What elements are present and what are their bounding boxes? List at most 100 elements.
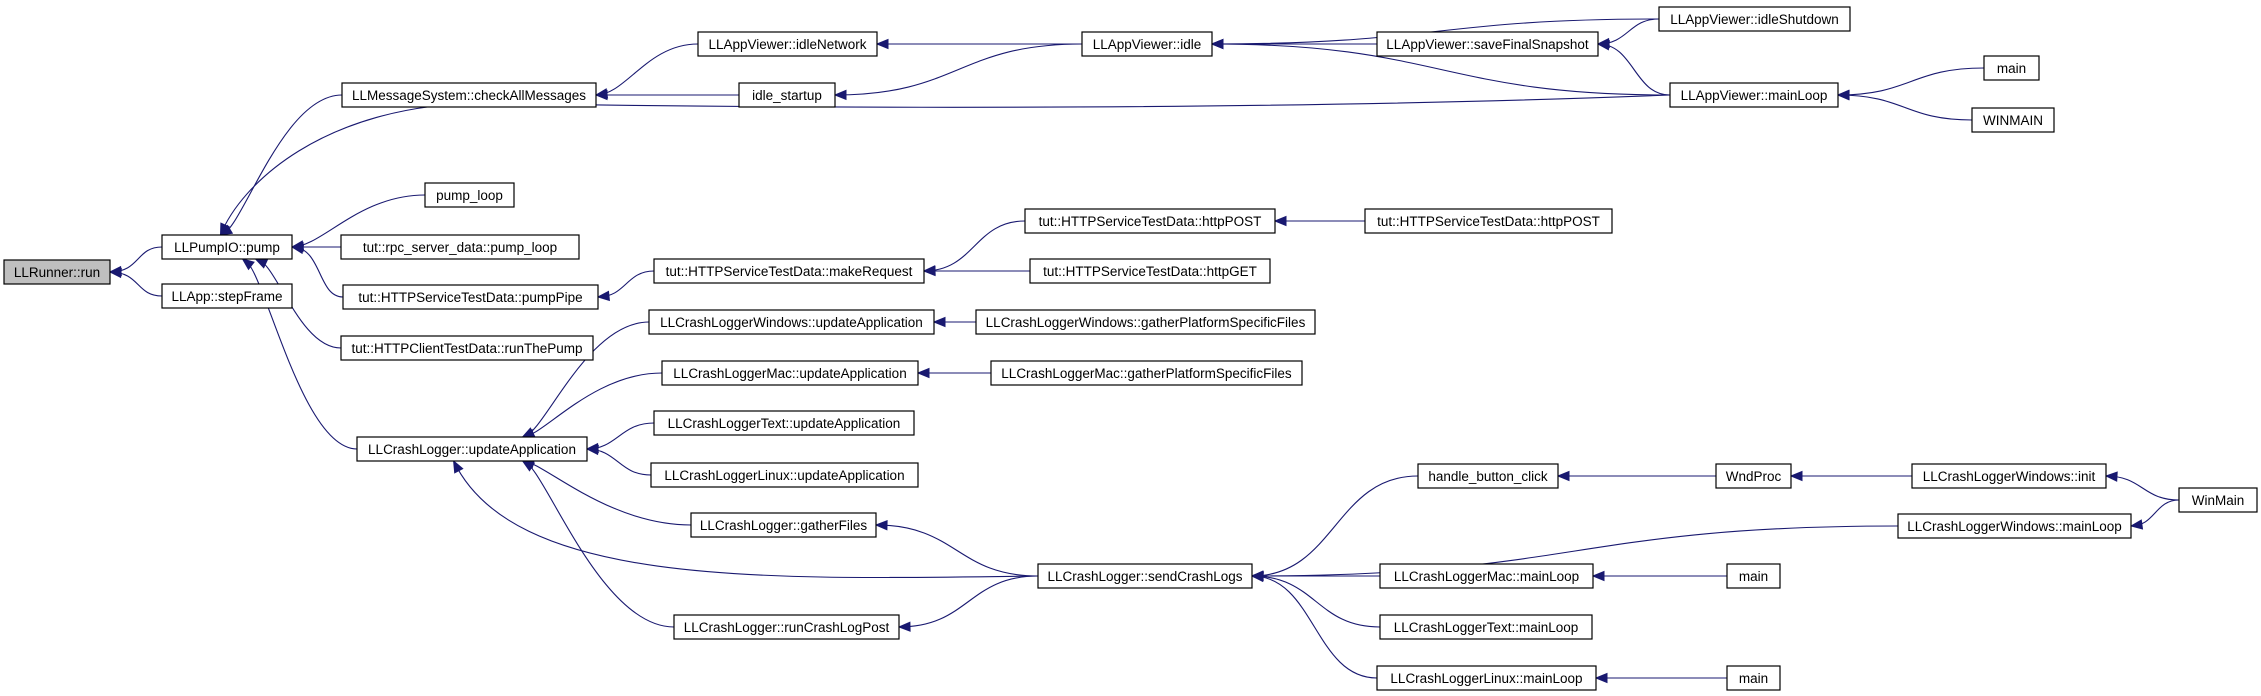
node-box [341,82,597,108]
node-pumpio-pump[interactable]: LLPumpIO::pump [161,234,293,260]
node-box [161,283,293,309]
node-http-post-a[interactable]: tut::HTTPServiceTestData::httpPOST [1024,208,1276,234]
node-crash-runpost[interactable]: LLCrashLogger::runCrashLogPost [673,614,900,640]
node-viewer-idlenetwork[interactable]: LLAppViewer::idleNetwork [697,31,878,57]
node-label: tut::HTTPServiceTestData::httpGET [1043,264,1257,279]
node-http-post-b[interactable]: tut::HTTPServiceTestData::httpPOST [1364,208,1613,234]
node-winmain-upper[interactable]: WINMAIN [1971,107,2055,133]
edge-viewer-mainloop-to-viewer-idle [1210,38,1671,96]
node-viewer-idle[interactable]: LLAppViewer::idle [1081,31,1213,57]
node-mac-mainloop[interactable]: LLCrashLoggerMac::mainLoop [1379,563,1594,589]
edge-line [220,94,343,236]
edge-mac-gather-to-mac-update [916,367,991,379]
node-label: LLCrashLoggerLinux::mainLoop [1390,671,1582,686]
edge-http-get-to-http-makerequest [922,265,1031,277]
node-win-init[interactable]: LLCrashLoggerWindows::init [1911,463,2107,489]
node-msg-checkall[interactable]: LLMessageSystem::checkAllMessages [341,82,597,108]
node-box [1911,463,2107,489]
node-crash-sendlogs[interactable]: LLCrashLogger::sendCrashLogs [1037,563,1253,589]
node-label: LLCrashLogger::runCrashLogPost [684,620,890,635]
node-box [1081,31,1213,57]
node-client-runpump[interactable]: tut::HTTPClientTestData::runThePump [340,335,594,361]
edge-viewer-idlenetwork-to-msg-checkall [594,43,699,99]
node-http-makerequest[interactable]: tut::HTTPServiceTestData::makeRequest [653,258,925,284]
edge-arrowhead [1836,89,1850,101]
node-rpc-pump-loop[interactable]: tut::rpc_server_data::pump_loop [340,234,580,260]
node-box [738,82,836,108]
node-text-mainloop[interactable]: LLCrashLoggerText::mainLoop [1379,614,1593,640]
node-text-update[interactable]: LLCrashLoggerText::updateApplication [653,410,915,436]
node-box [697,31,878,57]
node-http-pumppipe[interactable]: tut::HTTPServiceTestData::pumpPipe [342,284,599,310]
node-idle-startup[interactable]: idle_startup [738,82,836,108]
node-box [1024,208,1276,234]
edge-arrowhead [219,222,230,237]
node-box [342,284,599,310]
node-label: WINMAIN [1983,113,2043,128]
node-box [1897,513,2132,539]
node-box [1029,258,1271,284]
edge-http-pumppipe-to-pumpio-pump [290,243,344,298]
edge-line [242,258,358,450]
node-pump-loop[interactable]: pump_loop [424,182,515,208]
node-label: tut::HTTPServiceTestData::httpPOST [1377,214,1600,229]
nodes-layer: LLRunner::run LLPumpIO::pumpLLApp::stepFr… [3,6,2258,691]
node-label: LLCrashLoggerText::updateApplication [668,416,901,431]
node-label: LLCrashLoggerLinux::updateApplication [664,468,904,483]
node-app-stepframe[interactable]: LLApp::stepFrame [161,283,293,309]
node-main-c[interactable]: main [1726,665,1781,691]
edge-arrowhead [594,89,608,101]
edge-arrowhead [1250,571,1264,583]
edge-win-gather-to-win-update [932,316,976,328]
node-label: LLCrashLoggerMac::mainLoop [1394,569,1579,584]
node-winmain-lower[interactable]: WinMain [2178,487,2258,513]
node-box [648,309,935,335]
node-label: LLPumpIO::pump [174,240,280,255]
node-wndproc[interactable]: WndProc [1715,463,1792,489]
edge-line [1211,43,1671,96]
node-label: LLAppViewer::saveFinalSnapshot [1386,37,1589,52]
node-box [3,259,111,285]
node-win-gather[interactable]: LLCrashLoggerWindows::gatherPlatformSpec… [975,309,1316,335]
node-linux-mainloop[interactable]: LLCrashLoggerLinux::mainLoop [1376,665,1597,691]
edge-line [834,43,1083,96]
node-http-get[interactable]: tut::HTTPServiceTestData::httpGET [1029,258,1271,284]
node-mac-update[interactable]: LLCrashLoggerMac::updateApplication [661,360,919,386]
node-main-a[interactable]: main [1983,55,2040,81]
node-linux-update[interactable]: LLCrashLoggerLinux::updateApplication [650,462,919,488]
node-win-update[interactable]: LLCrashLoggerWindows::updateApplication [648,309,935,335]
edge-arrowhead [2104,471,2118,482]
node-box [661,360,919,386]
node-win-mainloop[interactable]: LLCrashLoggerWindows::mainLoop [1897,513,2132,539]
edge-arrowhead [1596,40,1610,51]
node-viewer-mainloop[interactable]: LLAppViewer::mainLoop [1669,82,1839,108]
edge-viewer-idle-to-idle-startup [833,43,1083,101]
edge-arrowhead [521,460,536,472]
edge-line [1251,525,1899,577]
node-box [1379,614,1593,640]
node-box [1364,208,1613,234]
node-runner-run[interactable]: LLRunner::run [3,259,111,285]
node-label: LLAppViewer::idle [1093,37,1202,52]
node-crash-update[interactable]: LLCrashLogger::updateApplication [356,436,588,462]
node-handle-button[interactable]: handle_button_click [1417,463,1559,489]
node-viewer-savesnapshot[interactable]: LLAppViewer::saveFinalSnapshot [1376,31,1599,57]
edge-arrowhead [1556,470,1570,482]
node-crash-gatherfiles[interactable]: LLCrashLogger::gatherFiles [690,512,877,538]
edge-winmain-lower-to-win-mainloop [2129,499,2180,530]
node-viewer-idleshutdown[interactable]: LLAppViewer::idleShutdown [1658,6,1851,32]
node-mac-gather[interactable]: LLCrashLoggerMac::gatherPlatformSpecific… [990,360,1303,386]
edge-main-b-to-mac-mainloop [1591,570,1727,582]
node-label: idle_startup [752,88,822,103]
edge-wndproc-to-handle-button [1556,470,1717,482]
node-label: main [1997,61,2026,76]
edge-arrowhead [2129,519,2144,530]
edge-crash-sendlogs-to-crash-gatherfiles [874,519,1039,577]
edge-line [1251,475,1419,577]
edge-winmain-lower-to-win-init [2104,471,2180,501]
node-box [1669,82,1839,108]
edge-winmain-upper-to-viewer-mainloop [1836,89,1973,121]
node-label: tut::HTTPClientTestData::runThePump [351,341,582,356]
node-main-b[interactable]: main [1726,563,1781,589]
node-box [1658,6,1851,32]
